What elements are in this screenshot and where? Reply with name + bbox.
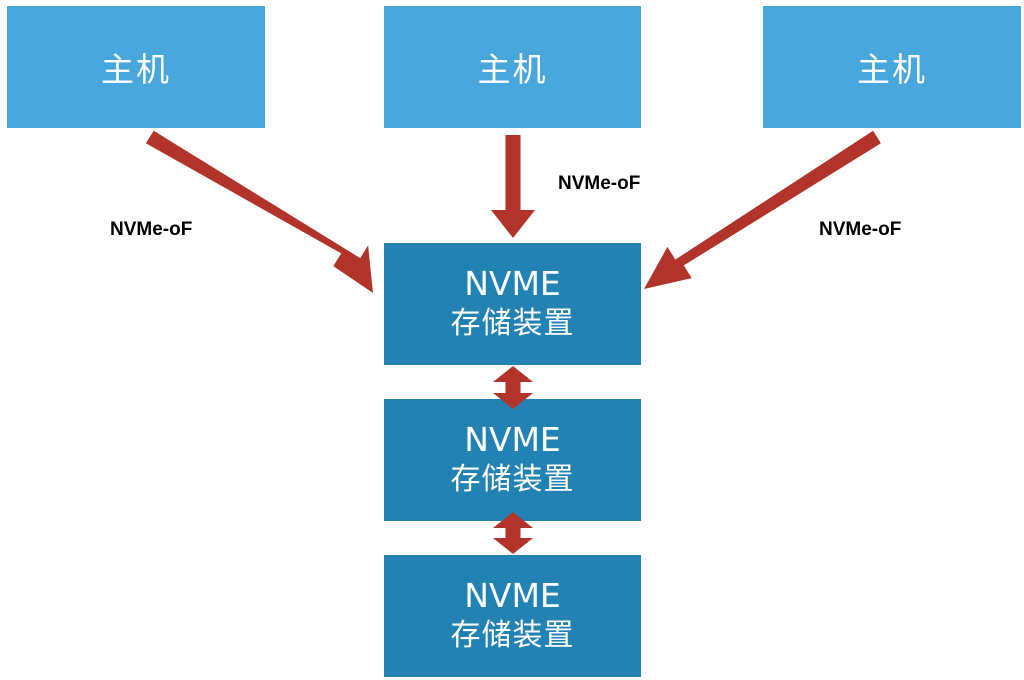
host-label: 主机 [477, 50, 548, 89]
storage-title: NVME [464, 264, 561, 303]
bidirectional-arrow-storage-2-3 [493, 512, 533, 554]
arrow-left-to-storage [145, 130, 373, 293]
storage-box-bottom: NVME 存储装置 [384, 555, 641, 677]
edge-label-right: NVMe-oF [819, 219, 902, 240]
storage-title: NVME [464, 576, 561, 615]
edge-label-center: NVMe-oF [558, 173, 641, 194]
host-box-right: 主机 [763, 6, 1021, 128]
bidirectional-arrow-storage-1-2 [493, 366, 533, 409]
host-label: 主机 [857, 50, 927, 89]
host-label: 主机 [101, 50, 171, 89]
host-box-left: 主机 [7, 6, 265, 128]
storage-subtitle: 存储装置 [450, 306, 575, 341]
storage-box-middle: NVME 存储装置 [384, 399, 641, 521]
edge-label-left: NVMe-oF [110, 219, 193, 240]
storage-title: NVME [464, 420, 561, 459]
storage-subtitle: 存储装置 [450, 618, 575, 653]
arrow-center-to-storage [491, 135, 535, 238]
host-box-center: 主机 [384, 6, 641, 128]
storage-subtitle: 存储装置 [450, 462, 575, 497]
storage-box-top: NVME 存储装置 [384, 243, 641, 365]
arrow-right-to-storage [644, 130, 881, 289]
